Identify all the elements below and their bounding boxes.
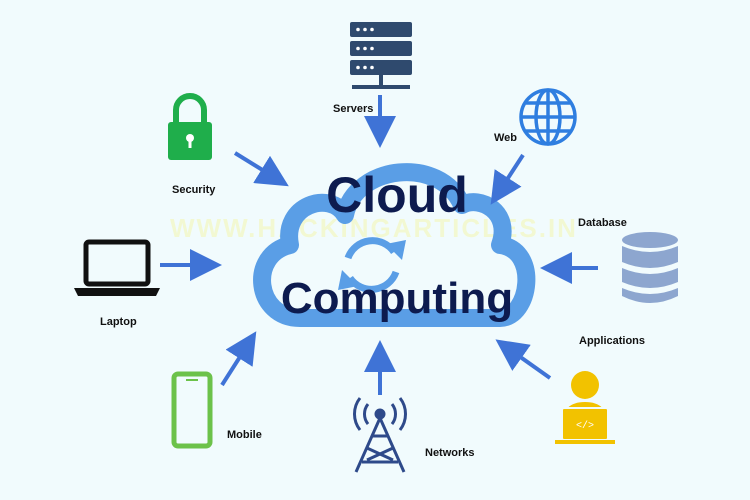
label-servers: Servers bbox=[333, 103, 373, 115]
server-icon bbox=[350, 22, 412, 89]
arrow-applications bbox=[495, 339, 552, 380]
arrow-security bbox=[233, 151, 289, 187]
mobile-phone-icon bbox=[171, 371, 213, 449]
title-computing: Computing bbox=[281, 274, 513, 323]
title-cloud: Cloud bbox=[326, 167, 468, 223]
arrow-mobile bbox=[220, 331, 257, 387]
label-database: Database bbox=[578, 217, 627, 229]
code-glyph: </> bbox=[576, 420, 594, 432]
label-security: Security bbox=[172, 184, 216, 196]
developer-icon: </> bbox=[555, 371, 615, 444]
label-applications: Applications bbox=[579, 335, 645, 347]
network-tower-icon bbox=[353, 397, 407, 473]
arrows bbox=[160, 95, 598, 395]
lock-icon bbox=[168, 93, 212, 160]
label-laptop: Laptop bbox=[100, 316, 137, 328]
label-mobile: Mobile bbox=[227, 429, 262, 441]
label-web: Web bbox=[494, 132, 517, 144]
arrow-web bbox=[490, 153, 525, 205]
laptop-icon bbox=[74, 239, 160, 296]
label-networks: Networks bbox=[425, 447, 475, 459]
globe-icon bbox=[519, 88, 577, 146]
database-icon bbox=[622, 232, 678, 303]
cloud-icon bbox=[253, 163, 536, 327]
sync-icon bbox=[338, 237, 406, 293]
